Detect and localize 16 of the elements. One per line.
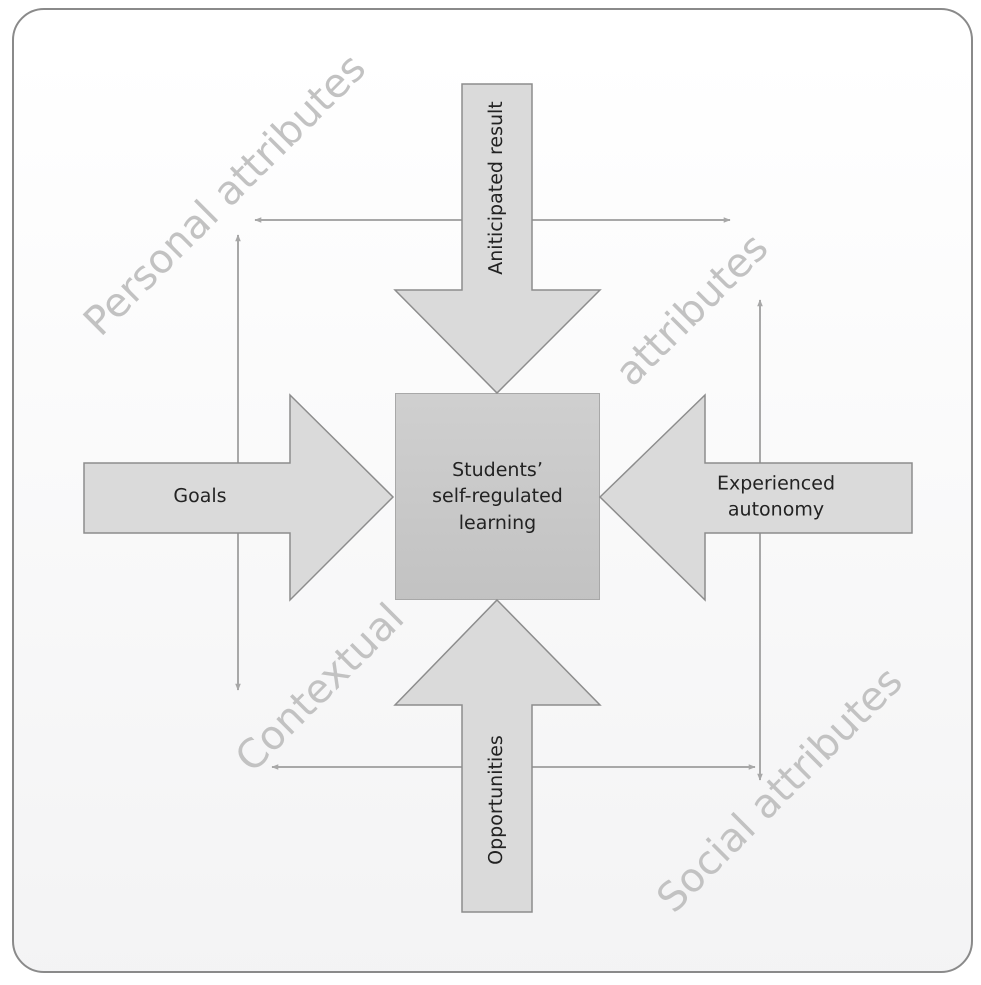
center-box: Students’ self-regulated learning <box>395 393 600 600</box>
arrow <box>235 533 241 691</box>
arrow-label: Experienced autonomy <box>716 471 836 522</box>
right-block-arrow <box>84 395 393 600</box>
left-block-arrow <box>600 395 912 600</box>
down-block-arrow <box>395 84 600 393</box>
arrow <box>271 764 462 770</box>
arrow <box>235 234 241 463</box>
arrow-label: Aniticipated result <box>484 101 508 275</box>
arrow <box>757 533 763 781</box>
arrow <box>757 299 763 463</box>
arrow-label: Goals <box>172 484 228 510</box>
arrow <box>254 217 462 223</box>
arrow <box>532 217 731 223</box>
arrow <box>532 764 756 770</box>
arrow-label: Opportunities <box>484 735 508 865</box>
